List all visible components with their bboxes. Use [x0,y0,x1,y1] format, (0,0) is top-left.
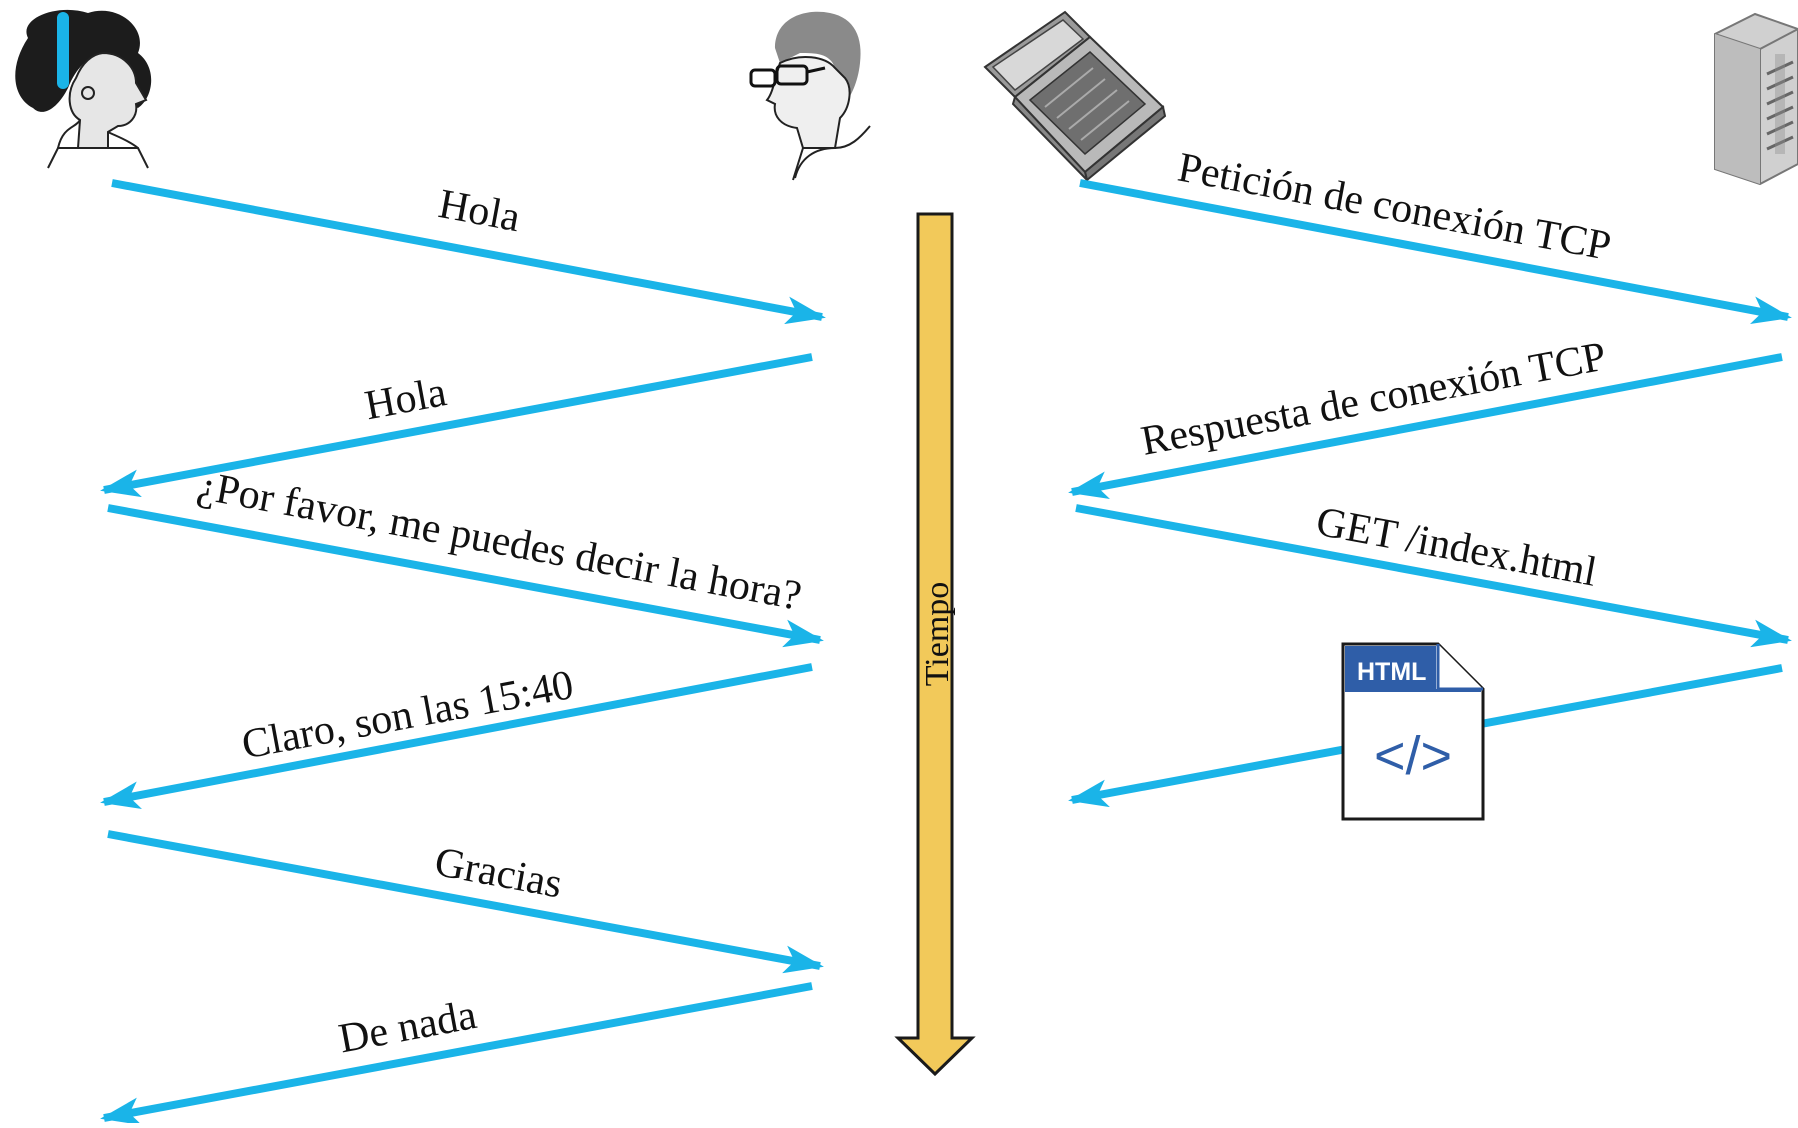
message-arrow [1079,179,1792,325]
woman-icon [15,9,152,169]
message-arrow [107,830,824,974]
message-arrow [1068,353,1783,500]
time-arrow [894,212,976,1077]
human-protocol [100,179,826,1126]
message-arrow [111,179,826,325]
html-badge-label: HTML [1357,658,1426,686]
message-arrow [100,663,813,810]
message-arrow [1075,504,1792,648]
laptop-icon [983,10,1167,184]
network-protocol-labels: Petición de conexión TCP Respuesta de co… [1138,145,1615,596]
man-icon [749,11,871,181]
message-label: Hola [435,181,524,241]
html-file-icon: HTML </> [1341,642,1485,821]
message-arrow [100,353,813,498]
code-icon: </> [1374,726,1452,786]
message-label: Hola [361,369,450,429]
message-label: Claro, son las 15:40 [238,662,577,768]
message-label: Petición de conexión TCP [1174,145,1614,270]
server-icon [1714,12,1798,186]
message-arrow [107,504,824,648]
time-axis: Tiempo [894,212,976,1077]
message-arrow [100,982,813,1126]
time-axis-label: Tiempo [919,582,956,687]
